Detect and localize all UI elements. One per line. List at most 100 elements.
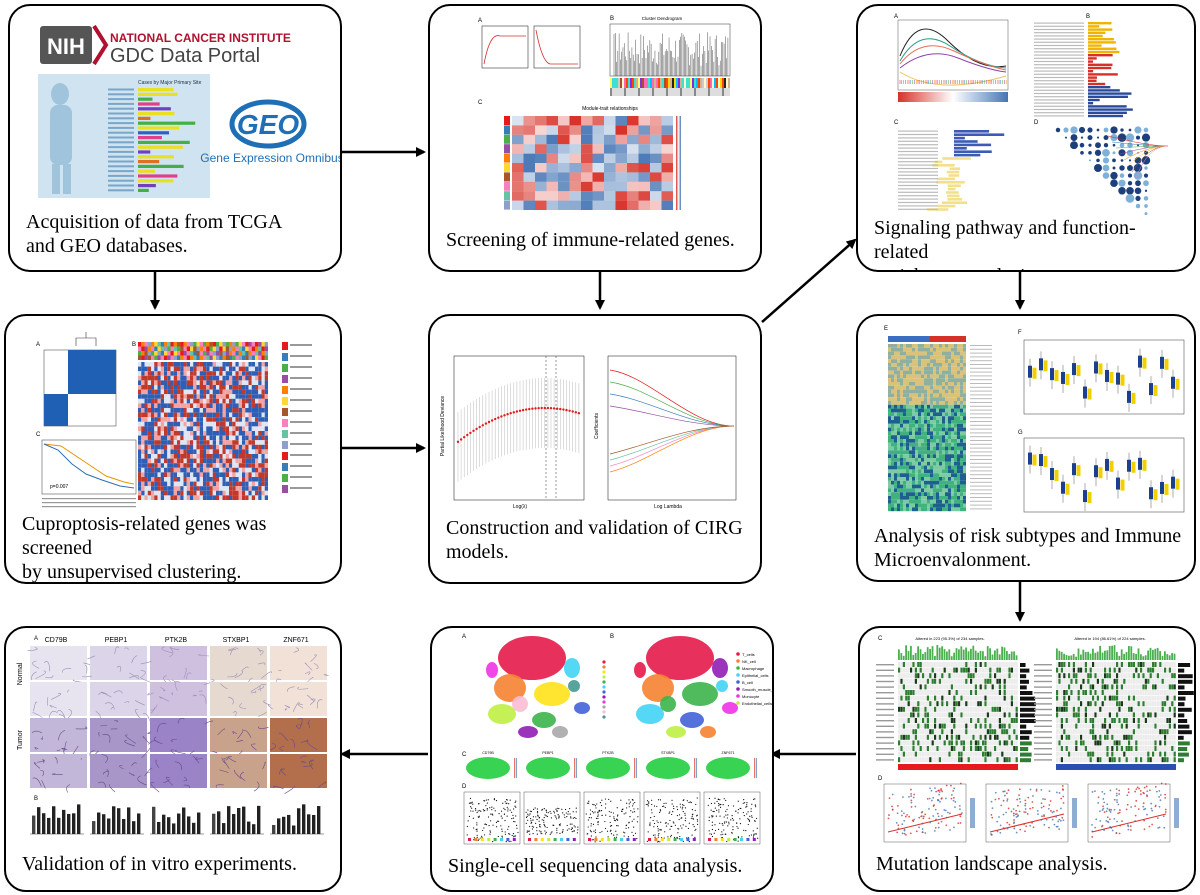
label-c: C — [462, 752, 467, 758]
data-portal-graphic: NIH NATIONAL CANCER INSTITUTE GDC Data P… — [38, 24, 340, 198]
panel-immune-screening: A B Cluster Dendrogram C Module-trait re… — [428, 4, 762, 272]
oncoplot-left — [876, 645, 1036, 770]
qpcr-bar-charts — [30, 804, 324, 835]
ylabel-right: Coefficients — [594, 412, 600, 439]
nci-title: NATIONAL CANCER INSTITUTE — [110, 31, 291, 45]
enrichment-bars-b — [1034, 22, 1133, 118]
geo-subtitle: Gene Expression Omnibus — [200, 151, 340, 165]
caption-risk-line2: Microenvalonment. — [874, 549, 1032, 571]
celltype-legend: T_cellsNK_cellMacrophageEpithelial_cells… — [736, 652, 772, 706]
row-normal: Normal — [17, 662, 24, 685]
gdc-title: GDC Data Portal — [110, 45, 260, 67]
cases-bars — [108, 88, 196, 192]
ihc-gene-label: STXBP1 — [223, 637, 250, 644]
caption-enrich-line1: Signaling pathway and function-related — [874, 217, 1136, 263]
celltype-label: Endothelial_cells — [742, 701, 772, 706]
panel-cirg-models: Log(λ) Partial Likelihood Deviance Log L… — [428, 314, 762, 584]
dendrogram — [609, 23, 731, 77]
cirg-graphic: Log(λ) Partial Likelihood Deviance Log L… — [440, 355, 737, 510]
label-d: D — [878, 776, 883, 782]
caption-mutation: Mutation landscape analysis. — [876, 853, 1108, 875]
altered-right: Altered in 194 (86.61%) of 224 samples. — [1074, 636, 1145, 641]
label-a: A — [478, 18, 482, 24]
xlabel-left: Log(λ) — [513, 504, 528, 510]
celltype-label: T_cells — [742, 652, 755, 657]
ylabel-left: Partial Likelihood Deviance — [440, 396, 446, 457]
caption-immune: Screening of immune-related genes. — [446, 229, 735, 251]
feature-gene-label: PEBP1 — [542, 751, 554, 755]
panel-data-acquisition: NIH NATIONAL CANCER INSTITUTE GDC Data P… — [8, 4, 342, 272]
enrichment-graphic: A B C D — [894, 14, 1169, 216]
ihc-images — [27, 646, 329, 794]
celltype-label: Epithelial_cells — [742, 673, 768, 678]
clustering-graphic: A C p=0.007 B — [36, 332, 312, 508]
ihc-gene-label: ZNF671 — [283, 637, 308, 644]
caption-vitro: Validation of in vitro experiments. — [22, 853, 297, 875]
geo-logo: GEO — [237, 109, 299, 140]
celltype-label: B_cell — [742, 680, 753, 685]
caption-cirg-line1: Construction and validation of CIRG — [446, 517, 743, 539]
label-b: B — [610, 634, 614, 640]
feature-gene-label: PTK2B — [602, 751, 614, 755]
ihc-gene-label: CD79B — [45, 637, 68, 644]
panel-enrichment: A B C D Signaling pathway and function-r… — [856, 4, 1196, 272]
tsne-clusters — [486, 636, 606, 738]
lasso-cv-plot — [453, 355, 585, 501]
feature-gene-label: ZNF671 — [722, 751, 735, 755]
violin-plots — [463, 791, 761, 845]
heatmap-title: Module-trait relationships — [582, 106, 638, 112]
mutation-graphic: C Altered in 223 (95.3%) of 234 samples.… — [876, 636, 1194, 843]
label-c: C — [878, 636, 883, 642]
oncoplot-right — [1034, 645, 1194, 770]
ihc-gene-label: PTK2B — [165, 637, 188, 644]
panel-cuproptosis: A C p=0.007 B Cuproptosis-related genes … — [4, 314, 342, 584]
caption-cirg-line2: models. — [446, 541, 509, 563]
label-a: A — [894, 14, 898, 20]
boxplot-f — [1023, 339, 1185, 415]
label-b: B — [1086, 14, 1090, 20]
label-a: A — [462, 634, 466, 640]
correlation-scatters — [883, 782, 1179, 843]
caption-tcga-line1: Acquisition of data from TCGA — [26, 211, 283, 233]
altered-left: Altered in 223 (95.3%) of 234 samples. — [915, 636, 984, 641]
arrow-cirg-to-enrich — [761, 238, 857, 323]
cases-chart-title: Cases by Major Primary Site — [138, 80, 202, 86]
caption-risk-line1: Analysis of risk subtypes and Immune — [874, 525, 1182, 547]
label-c: C — [894, 120, 899, 126]
caption-cupro-line1: Cuproptosis-related genes was screened — [22, 513, 267, 559]
label-e: E — [884, 326, 888, 332]
correlation-dots — [1055, 126, 1169, 216]
label-b: B — [34, 796, 38, 802]
feature-gene-label: STXBP1 — [661, 751, 675, 755]
label-d: D — [462, 784, 467, 790]
risk-heatmap — [888, 336, 992, 512]
caption-enrich-line2: enrichment analysis. — [874, 264, 1184, 270]
label-a: A — [36, 342, 40, 348]
panel-mutation: C Altered in 223 (95.3%) of 234 samples.… — [858, 626, 1196, 892]
module-trait-heatmap — [504, 116, 681, 210]
celltype-label: Smooth_muscle_cells — [742, 687, 772, 692]
label-f: F — [1018, 330, 1022, 336]
pvalue-label: p=0.007 — [50, 484, 68, 490]
number-at-risk — [42, 498, 136, 508]
risk-graphic: E F G — [884, 326, 1185, 513]
label-c: C — [36, 432, 41, 438]
singlecell-graphic: A B T_cellsNK_cellMacrophageEpithelial_c… — [462, 634, 772, 845]
label-b: B — [132, 342, 136, 348]
panel-risk-subtypes: E F G Analysis of risk subtypes and Immu… — [856, 314, 1196, 582]
celltype-label: Macrophage — [742, 666, 765, 671]
celltype-label: Monocyte — [742, 694, 760, 699]
tsne-celltypes — [634, 636, 738, 738]
caption-cupro-line2: by unsupervised clustering. — [22, 561, 242, 583]
label-g: G — [1018, 430, 1023, 436]
row-tumor: Tumor — [17, 729, 24, 750]
dendrogram-title: Cluster Dendrogram — [642, 16, 683, 21]
cuproptosis-heatmap — [138, 342, 268, 500]
label-c: C — [478, 100, 483, 106]
celltype-label: NK_cell — [742, 659, 756, 664]
caption-singlecell: Single-cell sequencing data analysis. — [448, 855, 743, 877]
